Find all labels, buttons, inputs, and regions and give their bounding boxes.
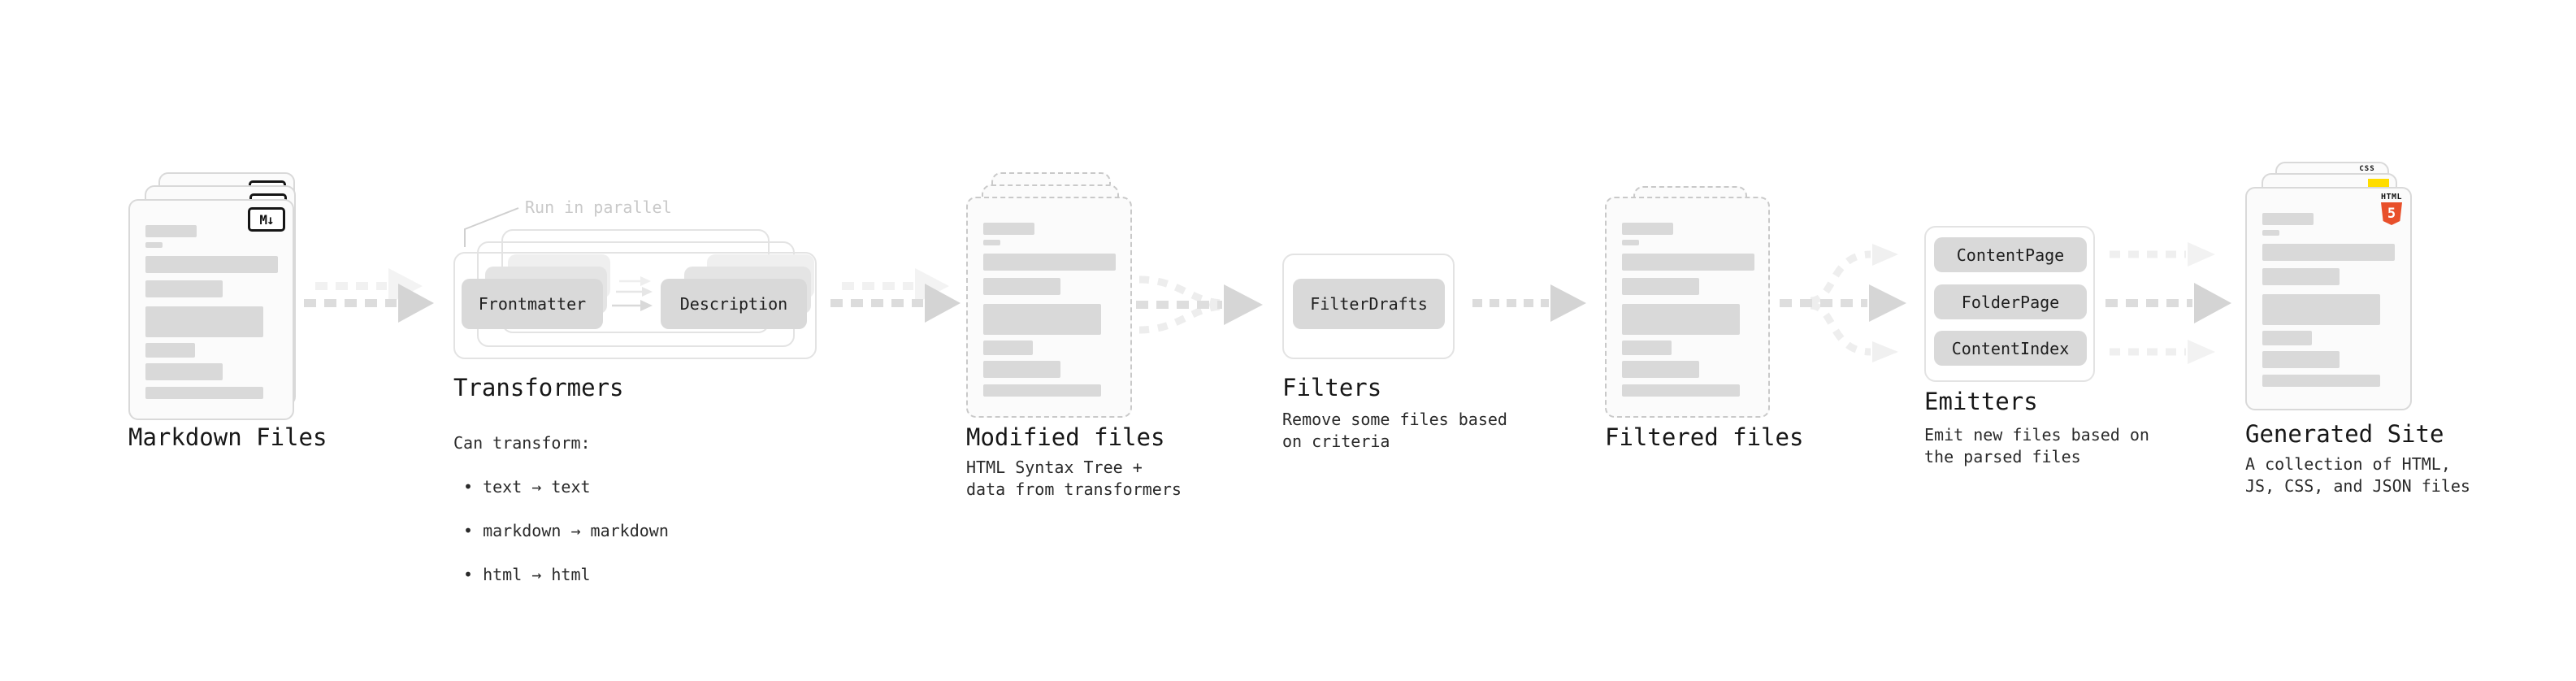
dashed-arrow-icon xyxy=(830,268,961,323)
doc-line-bar xyxy=(983,361,1060,378)
html5-icon: HTML 5 xyxy=(2381,193,2402,225)
doc-line-bar xyxy=(1622,384,1740,397)
doc-line-bar xyxy=(983,254,1116,271)
doc-line-bar xyxy=(2262,244,2395,261)
doc-line-bar xyxy=(2262,213,2314,225)
doc-line-bar xyxy=(145,242,163,248)
doc-line-bar xyxy=(145,363,223,380)
callout-line xyxy=(464,207,519,247)
js-icon xyxy=(2368,179,2389,189)
stage-sub-modified-files: HTML Syntax Tree + data from transformer… xyxy=(966,458,1182,499)
stage-title-modified-files: Modified files xyxy=(966,423,1165,451)
run-in-parallel-label: Run in parallel xyxy=(525,197,672,217)
stage-title-filters: Filters xyxy=(1282,374,1382,401)
doc-line-bar xyxy=(1622,240,1639,245)
doc-line-bar xyxy=(145,225,197,237)
stage-title-filtered-files: Filtered files xyxy=(1605,423,1804,451)
stage-sub-generated-site: A collection of HTML, JS, CSS, and JSON … xyxy=(2245,454,2470,496)
emitter-contentpage-pill: ContentPage xyxy=(1934,237,2087,272)
file-card: HTML 5 xyxy=(2245,187,2412,410)
doc-line-bar xyxy=(983,278,1060,295)
doc-line-bar xyxy=(983,240,1000,245)
stage-sub-filters: Remove some files based on criteria xyxy=(1282,410,1507,451)
file-card: M↓ xyxy=(128,199,294,420)
filters-box xyxy=(1282,254,1455,359)
doc-line-bar xyxy=(983,340,1033,355)
doc-line-bar xyxy=(145,256,278,273)
markdown-icon: M↓ xyxy=(248,207,285,232)
note-bullet: • markdown → markdown xyxy=(463,521,669,540)
doc-line-bar xyxy=(1622,361,1699,378)
doc-line-bar xyxy=(2262,375,2380,387)
filter-drafts-pill: FilterDrafts xyxy=(1293,279,1445,329)
doc-line-bar xyxy=(145,280,223,297)
doc-line-bar xyxy=(2262,351,2340,368)
stage-title-transformers: Transformers xyxy=(453,374,624,401)
doc-line-bar xyxy=(2262,331,2312,345)
doc-line-bar xyxy=(2262,294,2380,325)
note-heading: Can transform: xyxy=(453,433,591,453)
emitter-folderpage-pill: FolderPage xyxy=(1934,284,2087,319)
emitter-contentindex-pill: ContentIndex xyxy=(1934,331,2087,366)
doc-line-bar xyxy=(983,304,1101,335)
stage-sub-emitters: Emit new files based on the parsed files xyxy=(1924,425,2149,466)
emitters-box xyxy=(1924,226,2095,382)
doc-line-bar xyxy=(1622,304,1740,335)
transformer-description-pill: Description xyxy=(661,279,807,329)
doc-line-bar xyxy=(983,223,1034,235)
stage-title-generated-site: Generated Site xyxy=(2245,420,2444,448)
doc-line-bar xyxy=(1622,278,1699,295)
doc-line-bar xyxy=(2262,230,2279,236)
dashed-arrow-icon xyxy=(304,268,434,323)
doc-line-bar xyxy=(145,387,263,399)
doc-line-bar xyxy=(2262,268,2340,285)
triple-arrow-icon xyxy=(2105,242,2231,364)
file-card xyxy=(1605,197,1770,418)
note-bullet: • text → text xyxy=(463,477,591,497)
parallel-arrows-icon xyxy=(612,276,653,311)
stage-title-markdown-files: Markdown Files xyxy=(128,423,327,451)
doc-line-bar xyxy=(145,306,263,337)
transformers-note: Can transform: • text → text • markdown … xyxy=(453,410,669,608)
doc-line-bar xyxy=(1622,223,1673,235)
doc-line-bar xyxy=(983,384,1101,397)
file-card xyxy=(966,197,1132,418)
transformer-frontmatter-pill: Frontmatter xyxy=(462,279,603,329)
note-bullet: • html → html xyxy=(463,565,591,584)
dashed-arrow-icon xyxy=(1472,284,1586,322)
doc-line-bar xyxy=(1622,254,1754,271)
transformer-layer-box xyxy=(453,252,817,359)
doc-line-bar xyxy=(145,343,195,358)
stage-title-emitters: Emitters xyxy=(1924,388,2038,415)
merge-arrow-icon xyxy=(1136,275,1263,334)
doc-line-bar xyxy=(1622,340,1672,355)
split-arrow-icon xyxy=(1780,244,1906,362)
